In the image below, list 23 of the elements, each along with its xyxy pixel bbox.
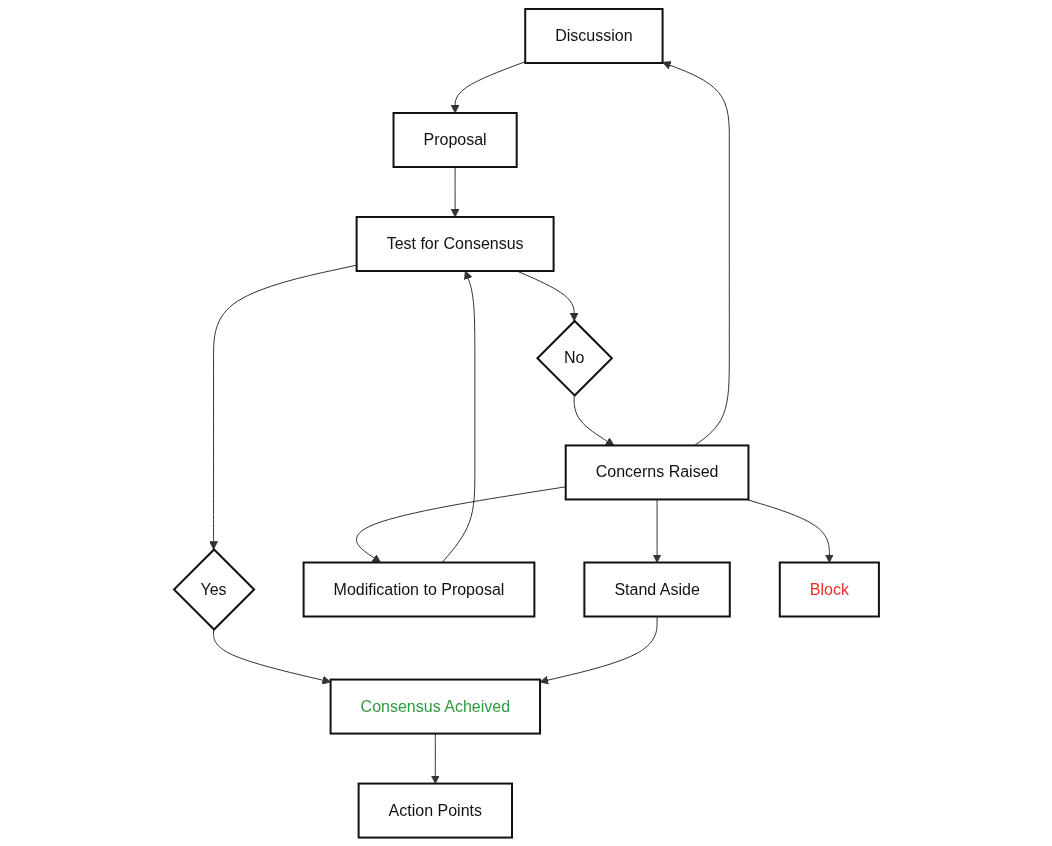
node-box: Concerns Raised bbox=[564, 444, 749, 501]
node-box: Stand Aside bbox=[582, 561, 731, 618]
node-box: Test for Consensus bbox=[355, 215, 555, 272]
node-diamond: No bbox=[535, 319, 613, 397]
arrow bbox=[661, 60, 730, 446]
node-box: Consensus Acheived bbox=[329, 678, 541, 735]
arrow bbox=[573, 394, 614, 446]
node-box: Action Points bbox=[357, 782, 513, 839]
arrow bbox=[539, 615, 658, 685]
arrow bbox=[652, 498, 661, 563]
arrow bbox=[745, 498, 834, 563]
arrow bbox=[212, 628, 331, 685]
arrow bbox=[208, 264, 357, 550]
node-box: Modification to Proposal bbox=[302, 561, 535, 618]
arrow bbox=[430, 732, 440, 784]
node-box: Proposal bbox=[392, 111, 518, 168]
node-box: Discussion bbox=[523, 7, 664, 64]
arrow bbox=[441, 270, 475, 563]
node-diamond: Yes bbox=[172, 547, 256, 631]
node-box: Block bbox=[778, 561, 880, 618]
arrow bbox=[355, 486, 566, 563]
arrow bbox=[450, 60, 526, 114]
arrow bbox=[450, 166, 460, 218]
